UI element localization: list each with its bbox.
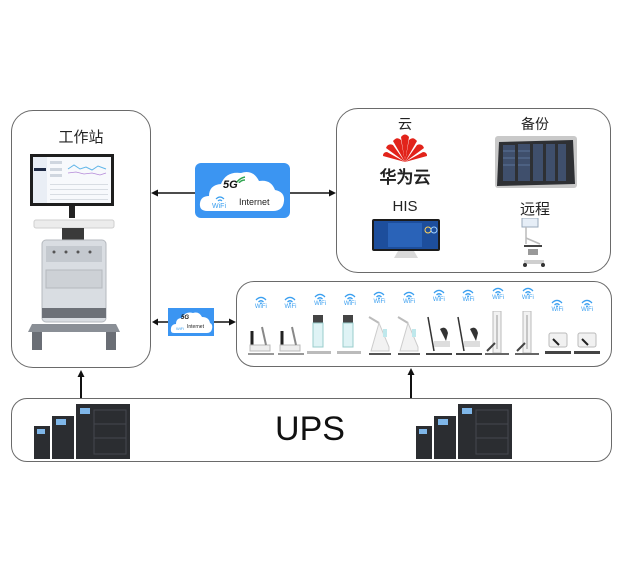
backup-title: 备份 xyxy=(521,117,549,133)
wifi-icon xyxy=(433,289,445,297)
device-image xyxy=(455,316,482,355)
device-upright-console: WiFi xyxy=(335,287,365,359)
device-wifi-label: WiFi xyxy=(521,295,534,301)
wifi-icon xyxy=(463,289,474,297)
device-recumbent-bike: WiFi xyxy=(276,287,306,359)
device-image xyxy=(515,311,539,355)
cloud-services-panel xyxy=(336,108,611,273)
ups-cabinets-right-image xyxy=(416,404,512,460)
arrow-ups-to-devices xyxy=(406,368,416,398)
wifi-icon xyxy=(215,195,225,203)
device-tower-trainer: WiFi xyxy=(483,287,513,359)
his-title: HIS xyxy=(392,198,418,215)
device-recumbent-stepper: WiFi xyxy=(424,287,454,359)
small-label-wifi: WiFi xyxy=(176,326,184,331)
wifi-icon xyxy=(581,299,593,307)
device-wifi-label: WiFi xyxy=(284,304,297,310)
device-wifi-tag: WiFi xyxy=(576,299,598,314)
label-wifi: WiFi xyxy=(212,203,226,210)
device-image xyxy=(544,332,571,354)
arrow-small-network-to-devices xyxy=(214,317,236,327)
small-label-internet: Internet xyxy=(187,324,204,330)
device-wifi-label: WiFi xyxy=(492,295,505,301)
device-wifi-tag: WiFi xyxy=(368,291,390,306)
device-wifi-tag: WiFi xyxy=(250,296,272,311)
label-internet: Internet xyxy=(239,197,270,207)
device-wifi-tag: WiFi xyxy=(398,291,420,306)
device-wifi-tag: WiFi xyxy=(517,287,539,302)
wifi-icon xyxy=(344,293,356,301)
remote-title: 远程 xyxy=(519,200,550,218)
device-image xyxy=(248,326,274,355)
device-image xyxy=(574,332,601,354)
device-image xyxy=(485,311,510,355)
device-wifi-label: WiFi xyxy=(462,297,475,303)
device-upright-console: WiFi xyxy=(305,287,335,359)
workstation-cart-image xyxy=(28,152,140,357)
ups-label: UPS xyxy=(275,410,345,448)
device-limb-trainer: WiFi xyxy=(543,287,573,359)
device-image xyxy=(397,316,421,355)
device-wifi-tag: WiFi xyxy=(457,289,479,304)
device-image xyxy=(337,315,361,354)
label-5g: 5G xyxy=(223,179,238,191)
arrow-network-to-cloud-panel xyxy=(290,188,336,198)
arrow-ups-to-workstation xyxy=(76,370,86,398)
wifi-icon xyxy=(552,299,563,307)
server-rack-image xyxy=(495,136,577,188)
wifi-icon xyxy=(285,296,296,304)
device-wifi-tag: WiFi xyxy=(339,293,361,308)
device-image xyxy=(277,326,304,355)
device-wifi-label: WiFi xyxy=(314,301,327,307)
network-cloud-small: 5G WiFi Internet xyxy=(168,308,214,336)
his-monitor-image xyxy=(372,219,440,259)
device-wifi-tag: WiFi xyxy=(309,293,331,308)
device-image xyxy=(307,315,332,354)
device-wifi-tag: WiFi xyxy=(428,289,450,304)
device-limb-trainer: WiFi xyxy=(572,287,602,359)
device-image xyxy=(426,316,452,355)
device-wifi-label: WiFi xyxy=(432,297,445,303)
device-tower-trainer: WiFi xyxy=(513,287,543,359)
device-recumbent-stepper: WiFi xyxy=(454,287,484,359)
small-label-5g: 5G xyxy=(181,315,190,321)
device-upright-bike: WiFi xyxy=(365,287,395,359)
device-wifi-label: WiFi xyxy=(551,307,564,313)
wifi-icon xyxy=(314,293,326,301)
wifi-icon xyxy=(492,287,504,295)
device-wifi-label: WiFi xyxy=(373,299,386,305)
huawei-logo-icon xyxy=(382,133,428,163)
device-image xyxy=(368,316,391,355)
wifi-icon xyxy=(255,296,267,304)
device-upright-bike: WiFi xyxy=(394,287,424,359)
workstation-title: 工作站 xyxy=(58,128,104,146)
device-wifi-tag: WiFi xyxy=(546,299,568,314)
network-cloud-main: 5G WiFi Internet xyxy=(195,163,290,218)
wifi-icon xyxy=(374,291,385,299)
arrow-workstation-to-network xyxy=(151,188,196,198)
wifi-icon xyxy=(403,291,415,299)
device-wifi-label: WiFi xyxy=(343,301,356,307)
arrow-small-network-to-workstation xyxy=(152,317,170,327)
cloud-title: 云 xyxy=(398,117,412,133)
device-recumbent-bike: WiFi xyxy=(246,287,276,359)
device-wifi-label: WiFi xyxy=(254,304,267,310)
ups-cabinets-left-image xyxy=(34,404,130,460)
wifi-icon xyxy=(522,287,534,295)
remote-cart-image xyxy=(520,218,548,268)
huawei-cloud-brand: 华为云 xyxy=(379,168,431,188)
device-wifi-label: WiFi xyxy=(581,307,594,313)
device-wifi-label: WiFi xyxy=(403,299,416,305)
signal-5g-icon xyxy=(236,175,246,183)
device-wifi-tag: WiFi xyxy=(487,287,509,302)
device-wifi-tag: WiFi xyxy=(279,296,301,311)
